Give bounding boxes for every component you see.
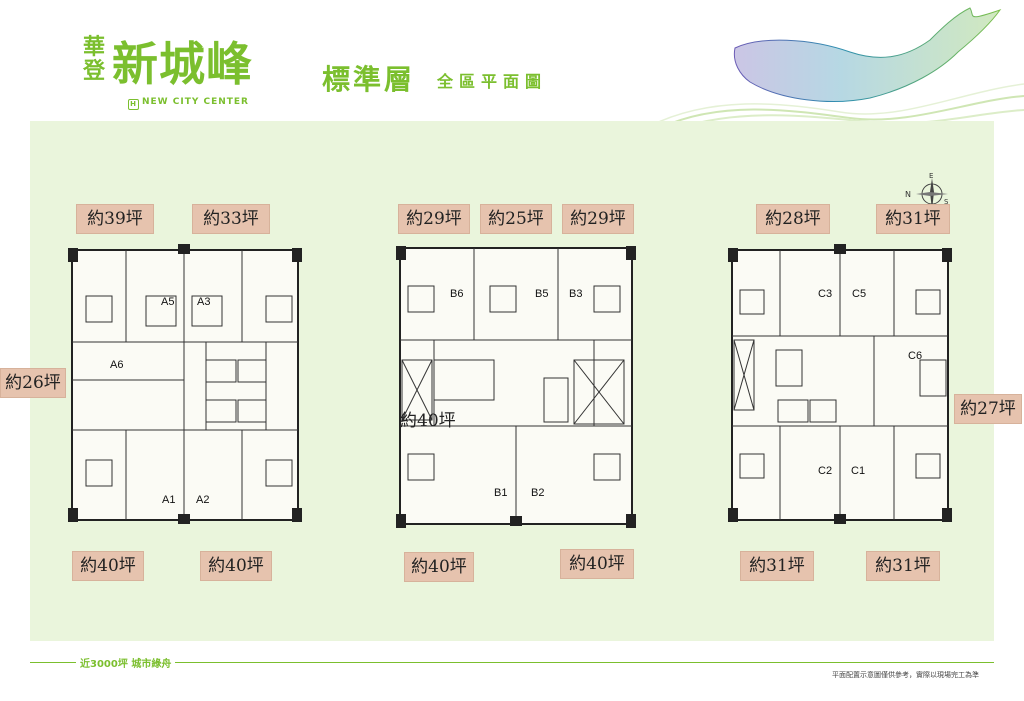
area-label-b-overlap: 約40坪	[400, 411, 456, 431]
unit-b5-label: B5	[535, 288, 549, 300]
page-title: 標準層	[322, 63, 416, 96]
unit-c6-label: C6	[908, 350, 923, 362]
area-tag-b5: 約25坪	[480, 204, 552, 234]
area-tag-a3: 約33坪	[192, 204, 270, 234]
building-a-plan	[68, 244, 302, 524]
brand-prefix: 華 登	[80, 36, 108, 84]
compass-north: N	[905, 190, 911, 199]
footer-tagline: 近3000坪 城市綠舟	[76, 655, 176, 670]
unit-b6-label: B6	[450, 288, 464, 300]
unit-c5-label: C5	[852, 288, 867, 300]
area-tag-a2: 約40坪	[200, 551, 272, 581]
compass-icon: N E S	[905, 172, 949, 210]
area-tag-b2: 約40坪	[560, 549, 634, 579]
area-tag-c1: 約31坪	[866, 551, 940, 581]
unit-a6-label: A6	[110, 359, 124, 371]
footer-disclaimer: 平面配置示意圖僅供參考，實際以現場完工為準	[832, 671, 979, 679]
whale-illustration-icon	[649, 7, 1024, 129]
unit-b1-label: B1	[494, 487, 508, 499]
area-tag-a6: 約26坪	[0, 368, 66, 398]
area-tag-c6: 約27坪	[954, 394, 1022, 424]
building-b-plan	[396, 246, 636, 528]
area-tag-a1: 約40坪	[72, 551, 144, 581]
unit-c1-label: C1	[851, 465, 866, 477]
unit-a1-label: A1	[162, 494, 176, 506]
compass-south: S	[944, 198, 949, 206]
brand-h-icon: H	[128, 99, 139, 110]
area-tag-b3: 約29坪	[562, 204, 634, 234]
brand-name: 新城峰	[112, 37, 253, 91]
unit-a2-label: A2	[196, 494, 210, 506]
area-tag-c5: 約31坪	[876, 204, 950, 234]
page-subtitle: 全區平面圖	[437, 72, 548, 91]
area-tag-c3: 約28坪	[756, 204, 830, 234]
area-tag-c2: 約31坪	[740, 551, 814, 581]
unit-c3-label: C3	[818, 288, 833, 300]
footer-divider	[30, 662, 994, 663]
area-tag-b1: 約40坪	[404, 552, 474, 582]
unit-a5-label: A5	[161, 296, 175, 308]
area-tag-b6: 約29坪	[398, 204, 470, 234]
unit-a3-label: A3	[197, 296, 211, 308]
unit-c2-label: C2	[818, 465, 833, 477]
building-c-plan	[728, 244, 952, 524]
area-tag-a5: 約39坪	[76, 204, 154, 234]
compass-east: E	[929, 172, 933, 180]
brand-subtitle-text: NEW CITY CENTER	[142, 97, 249, 107]
unit-b2-label: B2	[531, 487, 545, 499]
unit-b3-label: B3	[569, 288, 583, 300]
brand-prefix-bottom: 登	[82, 59, 105, 84]
brand-prefix-top: 華	[82, 35, 105, 60]
